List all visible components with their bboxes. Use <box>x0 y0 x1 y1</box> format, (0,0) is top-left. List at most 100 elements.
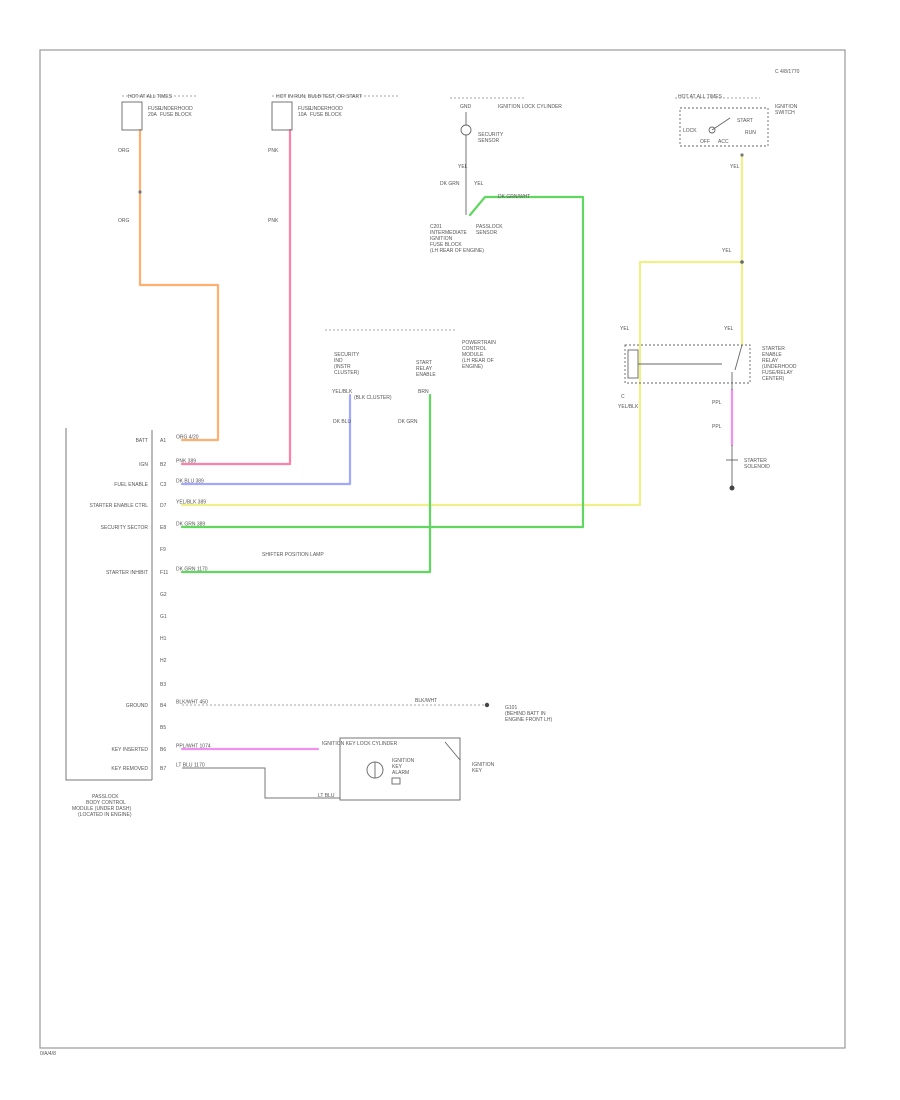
bcm-pin-label-3: STARTER ENABLE CTRL <box>90 503 149 509</box>
bcm-pin-label-12: GROUND <box>126 703 149 709</box>
bcm-caption-1: BODY CONTROL <box>86 800 126 806</box>
security-wire-green: DK GRN/WHT <box>498 194 530 200</box>
pcm-ind-right-0: START <box>416 360 432 366</box>
ignition-wire-b: YEL <box>722 248 732 254</box>
diagram-frame <box>39 49 846 1049</box>
pcm-ind-right-wire: BRN <box>418 389 429 395</box>
pcm-line-0: POWERTRAIN <box>462 340 496 346</box>
pcm-ind-left-wire-1: (BLK CLUSTER) <box>354 395 392 401</box>
key-line-2: ALARM <box>392 770 409 776</box>
key-side-0: IGNITION <box>472 762 495 768</box>
bcm-pin-wire-12: BLK/WHT 450 <box>176 700 208 706</box>
security-conn-1: INTERMEDIATE <box>430 230 468 236</box>
pcm-line-2: MODULE <box>462 352 484 358</box>
bcm-caption-0: PASSLOCK <box>92 794 119 800</box>
bcm-pin-12: B4 <box>160 703 166 709</box>
ground: BLK/WHT G101 (BEHIND BATT IN ENGINE FRON… <box>415 698 552 723</box>
security-top: GND <box>460 104 472 110</box>
bcm-pin-5: F9 <box>160 547 166 553</box>
bcm-caption-2: MODULE (UNDER DASH) <box>72 806 132 812</box>
pcm-ind-right-1: RELAY <box>416 366 433 372</box>
bcm-pin-6: F11 <box>160 570 168 576</box>
bcm-pin-3: D7 <box>160 503 167 509</box>
relay-wire-bottom-left: YEL/BLK <box>618 404 639 410</box>
pcm-ind-right-2: ENABLE <box>416 372 436 378</box>
bcm-wire-note: SHIFTER POSITION LAMP <box>262 552 324 558</box>
ignition-output-pin <box>740 153 744 157</box>
fuse-left-splice <box>138 190 142 194</box>
bcm-pin-1: B2 <box>160 462 166 468</box>
starter-relay: YEL YEL YEL/BLK C PPL PPL STARTER ENABLE… <box>618 326 797 430</box>
pcm-line-4: ENGINE) <box>462 364 483 370</box>
relay-wire-top-left: YEL <box>620 326 630 332</box>
starter-solenoid: STARTER SOLENOID <box>726 445 770 491</box>
bcm-pin-label-2: FUEL ENABLE <box>114 482 148 488</box>
bcm-pin-4: E8 <box>160 525 166 531</box>
ignition-pos-run: RUN <box>745 130 756 136</box>
fuse-mid-line-0: HOT IN RUN, BULB TEST, OR START <box>276 94 362 100</box>
relay-line-0: STARTER <box>762 346 785 352</box>
security-conn-3: FUSE BLOCK <box>430 242 462 248</box>
bcm-pin-wire-2: DK BLU 389 <box>176 479 204 485</box>
bcm-pin-15: B7 <box>160 766 166 772</box>
fuse-left-line-3: UNDERHOOD <box>160 106 193 112</box>
bcm-outline <box>65 428 152 781</box>
ignition-splice <box>740 260 744 264</box>
fuse-mid-wire-top: PNK <box>268 148 279 154</box>
key-alarm-terminal <box>391 777 401 785</box>
solenoid-line-0: STARTER <box>744 458 767 464</box>
ignition-wire-a: YEL <box>730 164 740 170</box>
relay-coil <box>627 349 639 379</box>
security-wire-c: YEL <box>474 181 484 187</box>
ignition-pos-acc: ACC <box>718 139 729 145</box>
wire-green-inhibit <box>180 393 432 574</box>
footer-code: 0/A/4/8 <box>40 1051 56 1057</box>
bcm: SHIFTER POSITION LAMP PASSLOCK BODY CONT… <box>65 428 324 818</box>
relay-wire-solenoid: PPL <box>712 424 722 430</box>
key-line-0: IGNITION <box>392 758 415 764</box>
security-caption-0: PASSLOCK <box>476 224 503 230</box>
bcm-pin-label-1: IGN <box>139 462 148 468</box>
pcm-line-1: CONTROL <box>462 346 487 352</box>
security-label-right: IGNITION LOCK CYLINDER <box>498 104 562 110</box>
ref-code: C 4/8/1770 <box>775 69 800 75</box>
wire-orange <box>138 128 220 442</box>
wire-pink <box>180 128 292 466</box>
fuse-left: HOT AT ALL TIMES FUSE 20A UNDERHOOD FUSE… <box>118 94 198 224</box>
fuse-left-box <box>121 101 143 131</box>
wire-yellow-relay <box>180 260 744 507</box>
wire-key-lower <box>182 767 340 799</box>
fuse-left-line-1: FUSE <box>148 106 162 112</box>
bcm-pin-label-6: STARTER INHIBIT <box>106 570 148 576</box>
security-sensor-symbol <box>460 124 472 136</box>
bcm-pin-wire-14: PPL/WHT 1074 <box>176 744 211 750</box>
pcm-box: POWERTRAIN CONTROL MODULE (LH REAR OF EN… <box>325 329 496 425</box>
bcm-pin-2: C3 <box>160 482 167 488</box>
fuse-left-wire-top: ORG <box>118 148 130 154</box>
fuse-left-wire-mid: ORG <box>118 218 130 224</box>
bcm-pin-8: G1 <box>160 614 167 620</box>
bcm-pin-label-15: KEY REMOVED <box>111 766 148 772</box>
bcm-pin-wire-0: ORG 4/20 <box>176 435 199 441</box>
bcm-pin-label-14: KEY INSERTED <box>112 747 149 753</box>
key-switch: IGNITION KEY LOCK CYLINDER IGNITION KEY … <box>318 737 495 801</box>
key-header: IGNITION KEY LOCK CYLINDER <box>322 741 398 747</box>
fuse-mid: HOT IN RUN, BULB TEST, OR START FUSE 10A… <box>268 94 398 224</box>
security-wire-b: DK GRN <box>440 181 460 187</box>
bcm-pin-wire-3: YEL/BLK 389 <box>176 500 206 506</box>
pcm-ind-left-wire-0: YEL/BLK <box>332 389 353 395</box>
ignition-pos-lock: LOCK <box>683 128 697 134</box>
bcm-pin-label-0: BATT <box>136 438 148 444</box>
ignition-pos-off: OFF <box>700 139 710 145</box>
security-caption-1: SENSOR <box>476 230 498 236</box>
ignition-line-0: IGNITION <box>775 104 798 110</box>
pcm-ind-left-2: (INSTR <box>334 364 351 370</box>
pcm-line-3: (LH REAR OF <box>462 358 494 364</box>
security-sensor: GND IGNITION LOCK CYLINDER SECURITY SENS… <box>430 97 562 254</box>
security-line-1: SENSOR <box>478 138 500 144</box>
pcm-ind-left-3: CLUSTER) <box>334 370 359 376</box>
wire-blue <box>180 393 352 486</box>
bcm-pin-label-4: SECURITY SECTOR <box>101 525 149 531</box>
